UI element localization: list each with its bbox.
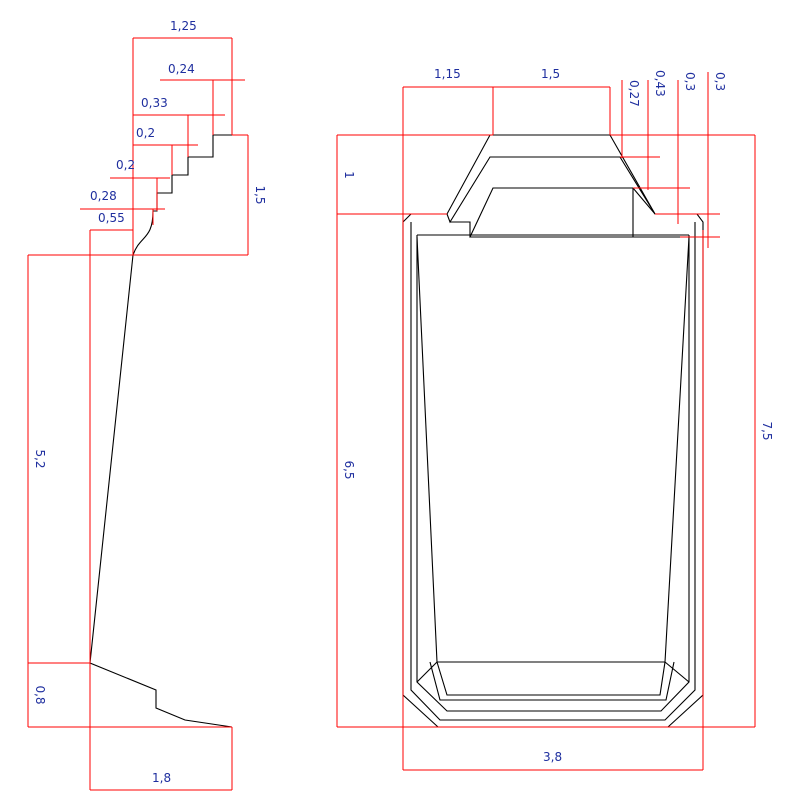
- dim-top-height-label: 1: [342, 171, 356, 179]
- dim-step4: 0,2: [110, 158, 170, 211]
- dim-r4: 0,3: [655, 72, 727, 248]
- dim-base-height-label: 0,8: [33, 685, 47, 704]
- dim-r4-label: 0,3: [713, 72, 727, 91]
- dim-top-left-label: 1,15: [434, 67, 461, 81]
- dim-step6: 0,55: [89, 211, 133, 790]
- dim-step2: 0,33: [133, 96, 225, 157]
- side-profile: 1,25 0,24 0,33 0,2 0,2 0,: [27, 19, 267, 791]
- dim-r3: 0,3: [633, 72, 697, 224]
- dim-r1: 0,27: [610, 80, 755, 158]
- dim-inner-height: 6,5: [337, 460, 755, 728]
- front-inner-panel: [416, 236, 690, 701]
- dim-wall-height-label: 5,2: [33, 449, 47, 468]
- dim-total-height-label: 7,5: [760, 421, 774, 440]
- dim-base-height: 0,8: [28, 685, 232, 728]
- dim-top-mid-label: 1,5: [541, 67, 560, 81]
- dim-top-width-label: 1,25: [170, 19, 197, 33]
- dim-step5: 0,28: [80, 189, 165, 225]
- front-inner-outline: [410, 222, 696, 721]
- dim-step2-label: 0,33: [141, 96, 168, 110]
- dim-step-height-label: 1,5: [253, 185, 267, 204]
- dim-step-height: 1,5: [28, 134, 267, 256]
- dim-step3-label: 0,2: [136, 126, 155, 140]
- dim-r1-label: 0,27: [627, 80, 641, 107]
- dim-top-left: 1,15: [402, 67, 494, 770]
- dim-step4-label: 0,2: [116, 158, 135, 172]
- dim-step1: 0,24: [160, 62, 245, 135]
- dim-width: 3,8: [403, 230, 704, 771]
- dim-r3-label: 0,3: [683, 72, 697, 91]
- dim-step5-label: 0,28: [90, 189, 117, 203]
- dim-step3: 0,2: [133, 126, 198, 175]
- dim-wall-height: 5,2: [27, 255, 90, 727]
- dim-top-height: 1: [336, 134, 493, 727]
- dim-width-label: 3,8: [543, 750, 562, 764]
- front-view: 1,15 1,5 0,27 0,43 0,3 0,3: [336, 67, 774, 771]
- dim-base-width: 1,8: [90, 727, 233, 791]
- dim-r2-label: 0,43: [653, 70, 667, 97]
- dim-r2: 0,43: [620, 70, 667, 190]
- side-profile-outline: [89, 134, 233, 728]
- dim-top-width: 1,25: [132, 19, 233, 255]
- front-top-frame: [446, 156, 693, 238]
- dim-step1-label: 0,24: [168, 62, 195, 76]
- front-outer-outline: [402, 134, 704, 728]
- dim-inner-height-label: 6,5: [342, 460, 356, 479]
- dim-total-height: 7,5: [754, 135, 774, 727]
- dim-step6-label: 0,55: [98, 211, 125, 225]
- dim-base-width-label: 1,8: [152, 771, 171, 785]
- dim-top-mid: 1,5: [493, 67, 611, 135]
